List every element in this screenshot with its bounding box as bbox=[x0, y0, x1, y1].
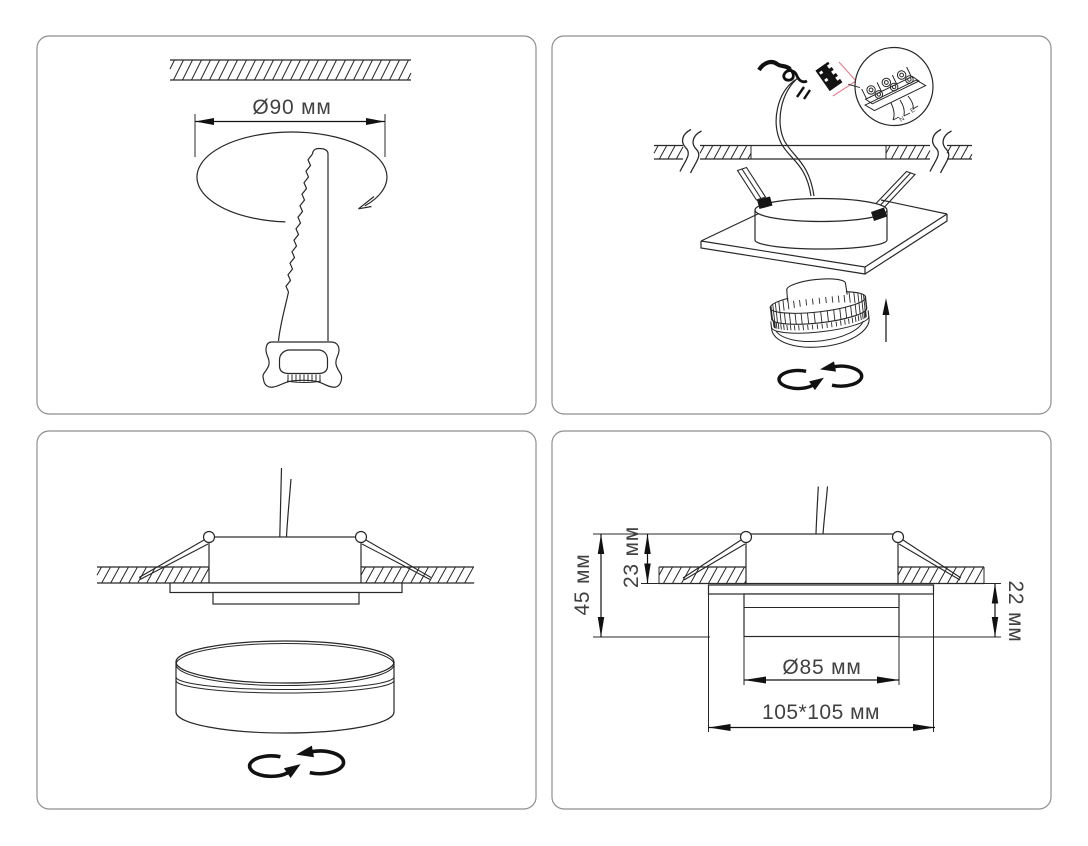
svg-text:45 мм: 45 мм bbox=[571, 553, 594, 615]
svg-text:Ø90 мм: Ø90 мм bbox=[252, 96, 331, 119]
svg-text:23 мм: 23 мм bbox=[620, 526, 643, 588]
svg-text:N: N bbox=[898, 115, 906, 124]
svg-text:105*105 мм: 105*105 мм bbox=[762, 701, 880, 724]
svg-text:22 мм: 22 мм bbox=[1004, 580, 1027, 642]
svg-text:Ø85 мм: Ø85 мм bbox=[782, 656, 861, 679]
svg-text:E: E bbox=[909, 106, 917, 115]
